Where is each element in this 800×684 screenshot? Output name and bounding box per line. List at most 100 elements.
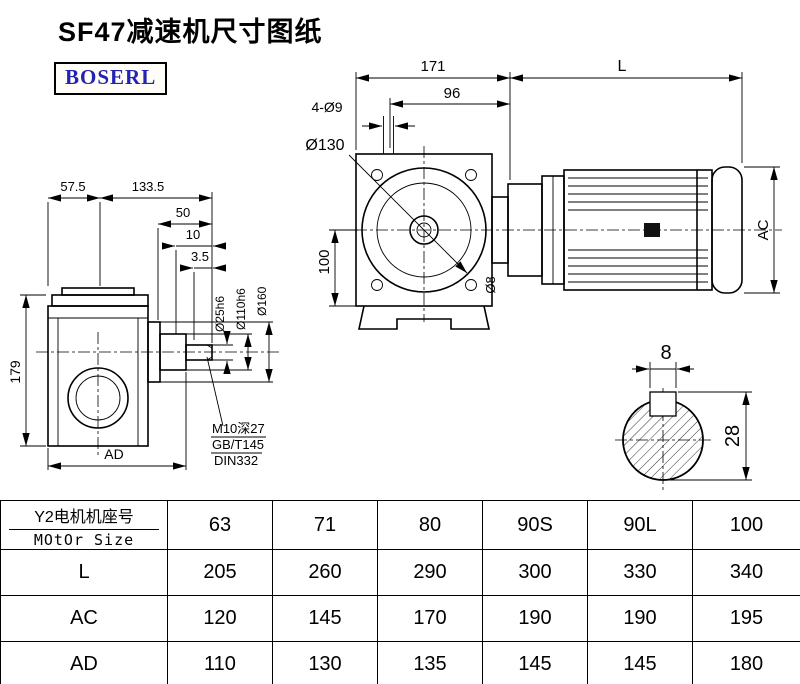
dim-171-label: 171 [420, 58, 445, 75]
dim-50: 50 [157, 205, 212, 320]
motor-key-block [644, 223, 660, 237]
technical-drawing: 171 96 4-Ø9 Ø130 100 Ø8 L AC [7, 58, 782, 492]
motor-size-header-cn: Y2电机机座号 [9, 503, 159, 530]
dim-d130: Ø130 [305, 137, 468, 274]
dim-value-cell: 130 [272, 641, 378, 684]
dim-8-label: 8 [660, 342, 671, 364]
dim-28-label: 28 [722, 425, 744, 447]
top-cap [61, 287, 135, 296]
dim-d25-label: Ø25h6 [213, 296, 227, 332]
size-header-cell: 90S [482, 500, 588, 550]
dim-10: 10 [162, 227, 226, 334]
size-header-cell: 90L [587, 500, 693, 550]
table-header-row: Y2电机机座号 MOtOr Size 63 71 80 90S 90L 100 [0, 500, 800, 550]
dim-d8-label: Ø8 [483, 276, 498, 293]
dim-value-cell: 330 [587, 549, 693, 596]
bolt-hole [371, 279, 383, 291]
bolt-hole [371, 169, 383, 181]
motor-fins [568, 177, 708, 283]
dim-3-5: 3.5 [180, 249, 226, 340]
dim-value-cell: 145 [587, 641, 693, 684]
top-flange [51, 294, 149, 307]
table-row-AD: AD 110 130 135 145 145 180 [0, 641, 800, 684]
dim-96-label: 96 [444, 85, 461, 102]
dim-value-cell: 195 [692, 595, 800, 642]
dim-L-label: L [618, 58, 627, 75]
dim-d160-label: Ø160 [255, 286, 269, 316]
bolt-hole [465, 169, 477, 181]
dim-d110-label: Ø110h6 [234, 288, 248, 330]
dim-value-cell: 340 [692, 549, 800, 596]
dim-3-5-label: 3.5 [191, 249, 209, 264]
dim-57-5-and-133-5: 57.5 133.5 [47, 179, 213, 343]
fan-cowl [711, 166, 743, 294]
dim-4xd9: 4-Ø9 [311, 99, 415, 154]
dim-28: 28 [667, 391, 752, 481]
dim-value-cell: 290 [377, 549, 483, 596]
housing-bore-circle [67, 367, 129, 429]
note-gb-label: GB/T145 [212, 437, 264, 452]
shaft-bore-circle [409, 215, 439, 245]
motor-side-view [541, 166, 743, 294]
dim-4xd9-label: 4-Ø9 [311, 99, 342, 115]
dim-8: 8 [632, 342, 694, 388]
dim-AC-label: AC [755, 219, 772, 240]
dim-100: 100 [316, 229, 358, 307]
note-thread-label: M10深27 [212, 421, 265, 436]
dim-179-label: 179 [7, 360, 23, 384]
keyway-mask [650, 392, 676, 416]
dim-value-cell: 145 [482, 641, 588, 684]
dim-value-cell: 110 [167, 641, 273, 684]
table-row-AC: AC 120 145 170 190 190 195 [0, 595, 800, 642]
dim-133-5-label: 133.5 [132, 179, 165, 194]
size-header-cell: 71 [272, 500, 378, 550]
housing-bore-inner-circle [75, 375, 121, 421]
dim-57-5-label: 57.5 [60, 179, 85, 194]
dim-L: L [510, 58, 743, 163]
dim-d130-label: Ø130 [305, 137, 344, 154]
dim-value-cell: 190 [587, 595, 693, 642]
size-header-cell: 100 [692, 500, 800, 550]
dim-value-cell: 135 [377, 641, 483, 684]
left-side-view [47, 287, 213, 447]
dim-row-label: AD [0, 641, 168, 684]
size-header-cell: 63 [167, 500, 273, 550]
dim-179: 179 [7, 294, 46, 447]
bolt-hole [465, 279, 477, 291]
dim-d110: Ø110h6 [186, 288, 252, 371]
motor-size-header-cell: Y2电机机座号 MOtOr Size [0, 500, 168, 550]
dim-row-label: L [0, 549, 168, 596]
dim-AC: AC [744, 166, 780, 294]
dim-value-cell: 190 [482, 595, 588, 642]
dim-value-cell: 120 [167, 595, 273, 642]
flange-outer-circle [361, 167, 487, 293]
dim-AD-label: AD [104, 446, 123, 462]
dim-value-cell: 260 [272, 549, 378, 596]
dim-value-cell: 145 [272, 595, 378, 642]
brand-text: BOSERL [65, 65, 157, 89]
keyway [649, 391, 677, 417]
thread-note: M10深27 GB/T145 DIN332 [206, 356, 266, 468]
dim-value-cell: 170 [377, 595, 483, 642]
output-shaft [185, 344, 213, 361]
dim-value-cell: 180 [692, 641, 800, 684]
dim-d25: Ø25h6 [212, 296, 233, 374]
dim-AD: AD [47, 372, 187, 470]
dim-10-label: 10 [186, 227, 200, 242]
dim-d160: Ø160 [160, 286, 273, 383]
dim-96: 96 [389, 85, 510, 148]
motor-size-table: Y2电机机座号 MOtOr Size 63 71 80 90S 90L 100 … [0, 500, 800, 684]
dim-171: 171 [355, 58, 511, 180]
table-row-L: L 205 260 290 300 330 340 [0, 549, 800, 596]
motor-size-header-en: MOtOr Size [33, 531, 135, 549]
size-header-cell: 80 [377, 500, 483, 550]
mounting-feet [358, 305, 490, 330]
note-din-label: DIN332 [214, 453, 258, 468]
shaft-section-view [622, 391, 704, 481]
flange-spigot-circle [376, 182, 472, 278]
brand-logo-box: BOSERL [54, 62, 168, 95]
dim-value-cell: 300 [482, 549, 588, 596]
dim-row-label: AC [0, 595, 168, 642]
dim-value-cell: 205 [167, 549, 273, 596]
page-title: SF47减速机尺寸图纸 [58, 17, 323, 47]
